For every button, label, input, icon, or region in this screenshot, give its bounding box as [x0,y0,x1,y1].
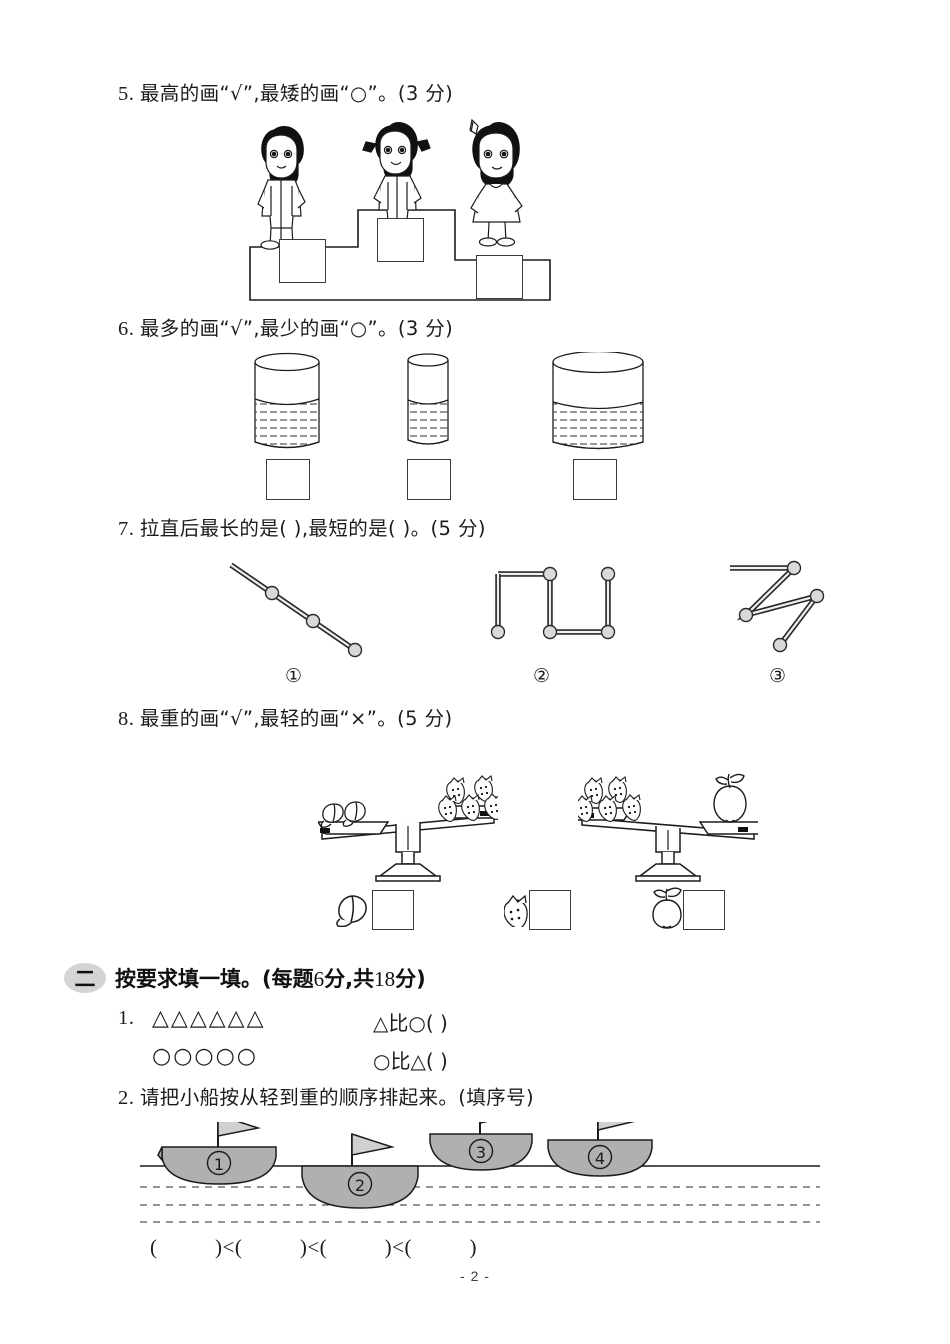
rope-label-2: ② [533,665,551,687]
figure-four-boats: 1 2 3 [140,1122,820,1232]
svg-text:4: 4 [595,1149,605,1168]
svg-text:3: 3 [476,1143,486,1162]
section-two-title: 按要求填一填。(每题6分,共18分) [115,963,426,993]
question-8-number: 8. [118,708,135,730]
section-two-title-part-1: 按要求填一填。(每题 [115,967,314,991]
section-two-points-total: 18 [374,967,396,991]
peach-icon [336,891,370,927]
compare-circle-triangle: ○比△( ) [373,1049,448,1073]
figure-balance-scale-peach-strawberry [318,760,498,882]
question-5-text: 5. 最高的画“√”,最矮的画“○”。(3 分) [118,82,453,108]
question-8-text: 8. 最重的画“√”,最轻的画“×”。(5 分) [118,707,453,733]
triangle-group: △△△△△△ [152,1006,266,1031]
question-5-body: 最高的画“√”,最矮的画“○”。(3 分) [139,82,454,105]
section-two-badge: 二 [64,963,106,993]
compare-triangle-circle: △比○( ) [373,1011,448,1035]
answer-box-apple[interactable] [683,890,725,930]
figure-water-cups [250,352,650,462]
rope-label-1: ① [285,665,303,687]
s2-question-2-text: 2. 请把小船按从轻到重的顺序排起来。(填序号) [118,1086,534,1112]
circle-group: ○○○○○ [152,1044,258,1069]
section-two-title-part-3: 分) [395,967,426,991]
s2-question-1-number-wrap: 1. [118,1006,134,1032]
question-7-text: 7. 拉直后最长的是( ),最短的是( )。(5 分) [118,517,486,543]
section-two-points-each: 6 [313,967,325,991]
answer-box-podium-middle[interactable] [377,218,424,262]
figure-balance-scale-strawberry-apple [578,760,758,882]
section-two-header: 二 按要求填一填。(每题6分,共18分) [64,963,426,993]
answer-box-cup-3[interactable] [573,459,617,500]
answer-box-cup-1[interactable] [266,459,310,500]
question-6-text: 6. 最多的画“√”,最少的画“○”。(3 分) [118,317,453,343]
answer-box-podium-left[interactable] [279,239,326,283]
answer-box-cup-2[interactable] [407,459,451,500]
answer-box-podium-right[interactable] [476,255,523,299]
question-7-body: 拉直后最长的是( ),最短的是( )。(5 分) [139,517,486,540]
boat-order-answer-line[interactable]: ( )<( )<( )<( ) [150,1235,477,1259]
question-8-body: 最重的画“√”,最轻的画“×”。(5 分) [139,707,453,730]
question-6-number: 6. [118,318,135,340]
answer-box-peach[interactable] [372,890,414,930]
figure-bent-ropes [200,552,840,662]
question-7-number: 7. [118,518,135,540]
apple-icon [650,887,686,929]
s2-question-2-body: 请把小船按从轻到重的顺序排起来。(填序号) [139,1086,535,1109]
s2-question-1-number: 1. [118,1007,135,1029]
rope-label-3: ③ [769,665,787,687]
strawberry-icon [504,893,532,927]
s2-question-2-number: 2. [118,1087,135,1109]
svg-text:1: 1 [214,1155,224,1174]
question-5-number: 5. [118,83,135,105]
page-footer: - 2 - [460,1268,490,1284]
question-6-body: 最多的画“√”,最少的画“○”。(3 分) [139,317,454,340]
section-two-title-part-2: 分,共 [324,967,375,991]
answer-box-strawberry[interactable] [529,890,571,930]
svg-text:2: 2 [355,1176,365,1195]
